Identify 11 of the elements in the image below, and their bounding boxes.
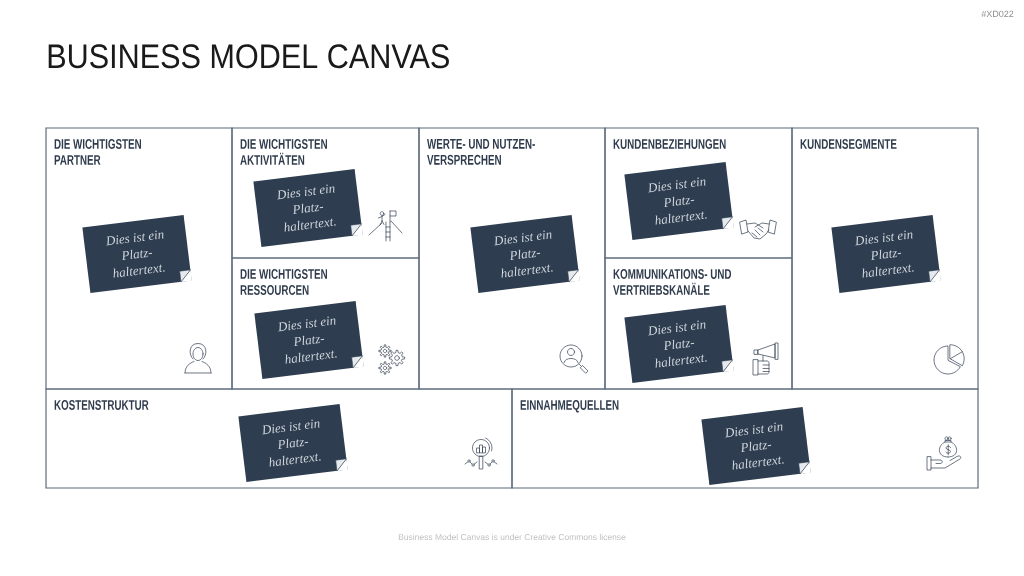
- sticky-note: Dies ist ein Platz- haltertext.: [470, 215, 580, 293]
- sticky-note: Dies ist ein Platz- haltertext.: [701, 407, 811, 485]
- sticky-note: Dies ist ein Platz- haltertext.: [253, 169, 363, 247]
- sticky-note: Dies ist ein Platz- haltertext.: [624, 305, 734, 383]
- reference-code: #XD022: [981, 10, 1014, 18]
- sticky-note: Dies ist ein Platz- haltertext.: [831, 215, 941, 293]
- title: BUSINESS MODEL CANVAS: [48, 44, 449, 69]
- sticky-note: Dies ist ein Platz- haltertext.: [624, 162, 734, 240]
- sticky-note: Dies ist ein Platz- haltertext.: [82, 215, 192, 293]
- sticky-note: Dies ist ein Platz- haltertext.: [254, 301, 364, 379]
- sticky-note: Dies ist ein Platz- haltertext.: [238, 404, 348, 482]
